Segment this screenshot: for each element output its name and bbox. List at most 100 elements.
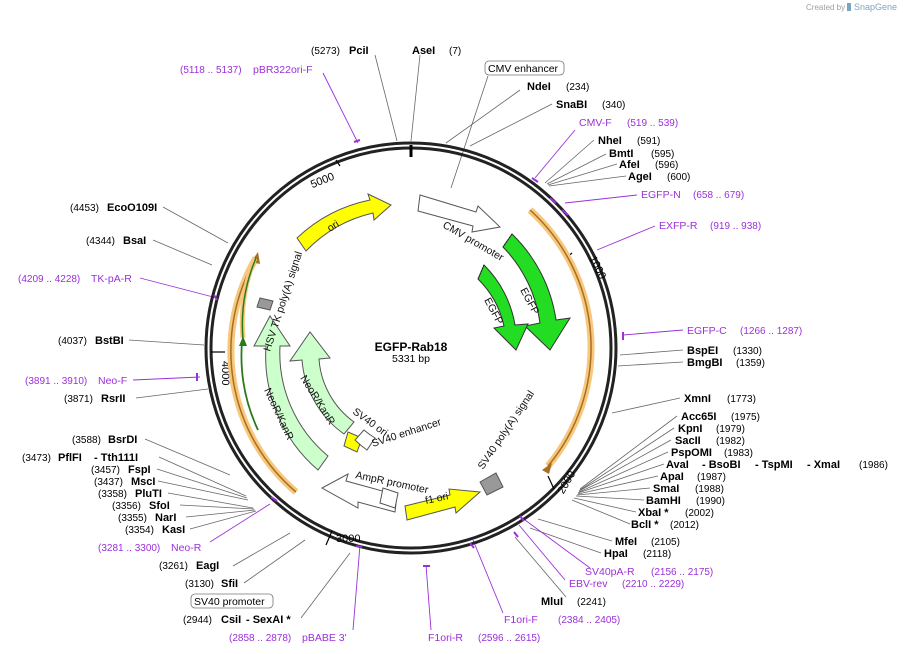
- egfp-inner-arrow: [477, 264, 529, 351]
- site-rsrii-pos: (3871): [64, 394, 93, 405]
- site-snabi-pos: (340): [602, 100, 625, 111]
- created-by-text: Created by: [806, 3, 845, 12]
- site-pflfi-pos: (3473): [22, 453, 51, 464]
- tick-2000: 2000: [556, 469, 579, 496]
- sv40-enhancer-arrow: [354, 429, 376, 451]
- site-kpni-pos: (1979): [716, 424, 745, 435]
- site-bmti-pos: (595): [651, 149, 674, 160]
- site-eagi-name: EagI: [196, 560, 219, 572]
- feature-ori: ori: [325, 218, 341, 234]
- site-asei-pos: (7): [449, 46, 461, 57]
- feature-sv40-polya: SV40 poly(A) signal: [476, 389, 538, 472]
- primer-egfp-c-range: (1266 .. 1287): [740, 326, 802, 337]
- site-bsrdi-pos: (3588): [72, 435, 101, 446]
- primer-tkpa-r-range: (4209 .. 4228): [18, 274, 80, 285]
- site-bmgbi-name: BmgBI: [687, 357, 722, 369]
- primer-sv40pa-r-range: (2156 .. 2175): [651, 567, 713, 578]
- site-pspomi-name: PspOMI: [671, 447, 712, 459]
- backbone-outer: [204, 141, 618, 555]
- site-nari-pos: (3355): [118, 513, 147, 524]
- site-nhei-name: NheI: [598, 135, 622, 147]
- primer-egfp-n-range: (658 .. 679): [693, 190, 744, 201]
- site-bstbi-pos: (4037): [58, 336, 87, 347]
- site-xmni-pos: (1773): [727, 394, 756, 405]
- neor-outer-arrow: [253, 315, 329, 471]
- site-avai-name3: - TspMI: [755, 459, 793, 471]
- primer-egfp-n-name: EGFP-N: [641, 189, 681, 201]
- site-kasi-pos: (3354): [125, 525, 154, 536]
- site-bmti-name: BmtI: [609, 148, 633, 160]
- site-pflfi-name: PflFI: [58, 452, 82, 464]
- site-bsrdi-name: BsrDI: [108, 434, 137, 446]
- site-smai-pos: (1988): [695, 484, 724, 495]
- site-pluti-pos: (3358): [98, 489, 127, 500]
- primer-ebv-rev-name: EBV-rev: [569, 578, 608, 590]
- primer-marks: [196, 139, 624, 567]
- neor-inner-arrow: [288, 331, 355, 435]
- primer-f1ori-r-range: (2596 .. 2615): [478, 633, 540, 644]
- site-pflfi-name2: - Tth111I: [94, 452, 138, 464]
- site-asei-name: AseI: [412, 45, 435, 57]
- site-agei-name: AgeI: [628, 171, 652, 183]
- site-afei-pos: (596): [655, 160, 678, 171]
- primer-neo-r-range: (3281 .. 3300): [98, 543, 160, 554]
- site-acc65i-name: Acc65I: [681, 411, 716, 423]
- site-bsai-pos: (4344): [86, 236, 115, 247]
- site-msci-name: MscI: [131, 476, 155, 488]
- primer-pbabe3-name: pBABE 3': [302, 632, 347, 644]
- site-ecoo109i-pos: (4453): [70, 203, 99, 214]
- ori-arrow: [296, 193, 392, 252]
- orf-arrow-egfp: [542, 463, 552, 474]
- primer-sv40pa-r-name: SV40pA-R: [585, 566, 635, 578]
- hsv-polya-box: [256, 297, 274, 311]
- site-mlui-pos: (2241): [577, 597, 606, 608]
- site-pspomi-pos: (1983): [724, 448, 753, 459]
- site-bsai-name: BsaI: [123, 235, 146, 247]
- site-bamhi-name: BamHI: [646, 495, 681, 507]
- feature-f1-ori: f1 ori: [424, 490, 449, 507]
- site-agei-pos: (600): [667, 172, 690, 183]
- site-apai-name: ApaI: [660, 471, 684, 483]
- site-mfei-pos: (2105): [651, 537, 680, 548]
- site-fspi-pos: (3457): [91, 465, 120, 476]
- site-acc65i-pos: (1975): [731, 412, 760, 423]
- primer-egfp-c-name: EGFP-C: [687, 325, 727, 337]
- primer-f1ori-f-range: (2384 .. 2405): [558, 615, 620, 626]
- site-avai-name: AvaI: [666, 459, 689, 471]
- site-bamhi-pos: (1990): [696, 496, 725, 507]
- site-mlui-name: MluI: [541, 596, 563, 608]
- primer-cmv-f-name: CMV-F: [579, 117, 612, 129]
- site-xmni-name: XmnI: [684, 393, 711, 405]
- plasmid-size: 5331 bp: [392, 353, 430, 365]
- snapgene-logo-text: SnapGene: [854, 2, 897, 12]
- site-bspei-name: BspEI: [687, 345, 718, 357]
- primer-f1ori-r-name: F1ori-R: [428, 632, 463, 644]
- site-bmgbi-pos: (1359): [736, 358, 765, 369]
- orf-line-neor: [230, 257, 297, 493]
- leader-lines: [128, 54, 684, 619]
- sv40-polya-box: [479, 472, 504, 496]
- site-hpai-name: HpaI: [604, 548, 628, 560]
- site-ecoo109i-name: EcoO109I: [107, 202, 157, 214]
- plasmid-name: EGFP-Rab18: [375, 340, 448, 354]
- site-mfei-name: MfeI: [615, 536, 637, 548]
- site-bcli-name: BclI *: [631, 519, 659, 531]
- site-ndei-name: NdeI: [527, 81, 551, 93]
- tick-4000: 4000: [219, 361, 231, 385]
- site-kasi-name: KasI: [162, 524, 185, 536]
- site-afei-name: AfeI: [619, 159, 640, 171]
- primer-pbr322ori-f-name: pBR322ori-F: [253, 64, 313, 76]
- neor-outer-line: [241, 257, 257, 341]
- site-bstbi-name: BstBI: [95, 335, 124, 347]
- cmv-promoter-arrow: [417, 194, 502, 233]
- primer-ebv-rev-range: (2210 .. 2229): [622, 579, 684, 590]
- snapgene-logo-icon: [847, 3, 851, 11]
- primer-pbr322ori-f-range: (5118 .. 5137): [180, 65, 242, 76]
- site-hpai-pos: (2118): [643, 549, 671, 560]
- egfp-outer-arrow: [502, 233, 571, 351]
- primer-pbabe3-range: (2858 .. 2878): [229, 633, 291, 644]
- primer-cmv-f-range: (519 .. 539): [627, 118, 678, 129]
- site-sfii-name: SfiI: [221, 578, 238, 590]
- primer-f1ori-f-name: F1ori-F: [504, 614, 538, 626]
